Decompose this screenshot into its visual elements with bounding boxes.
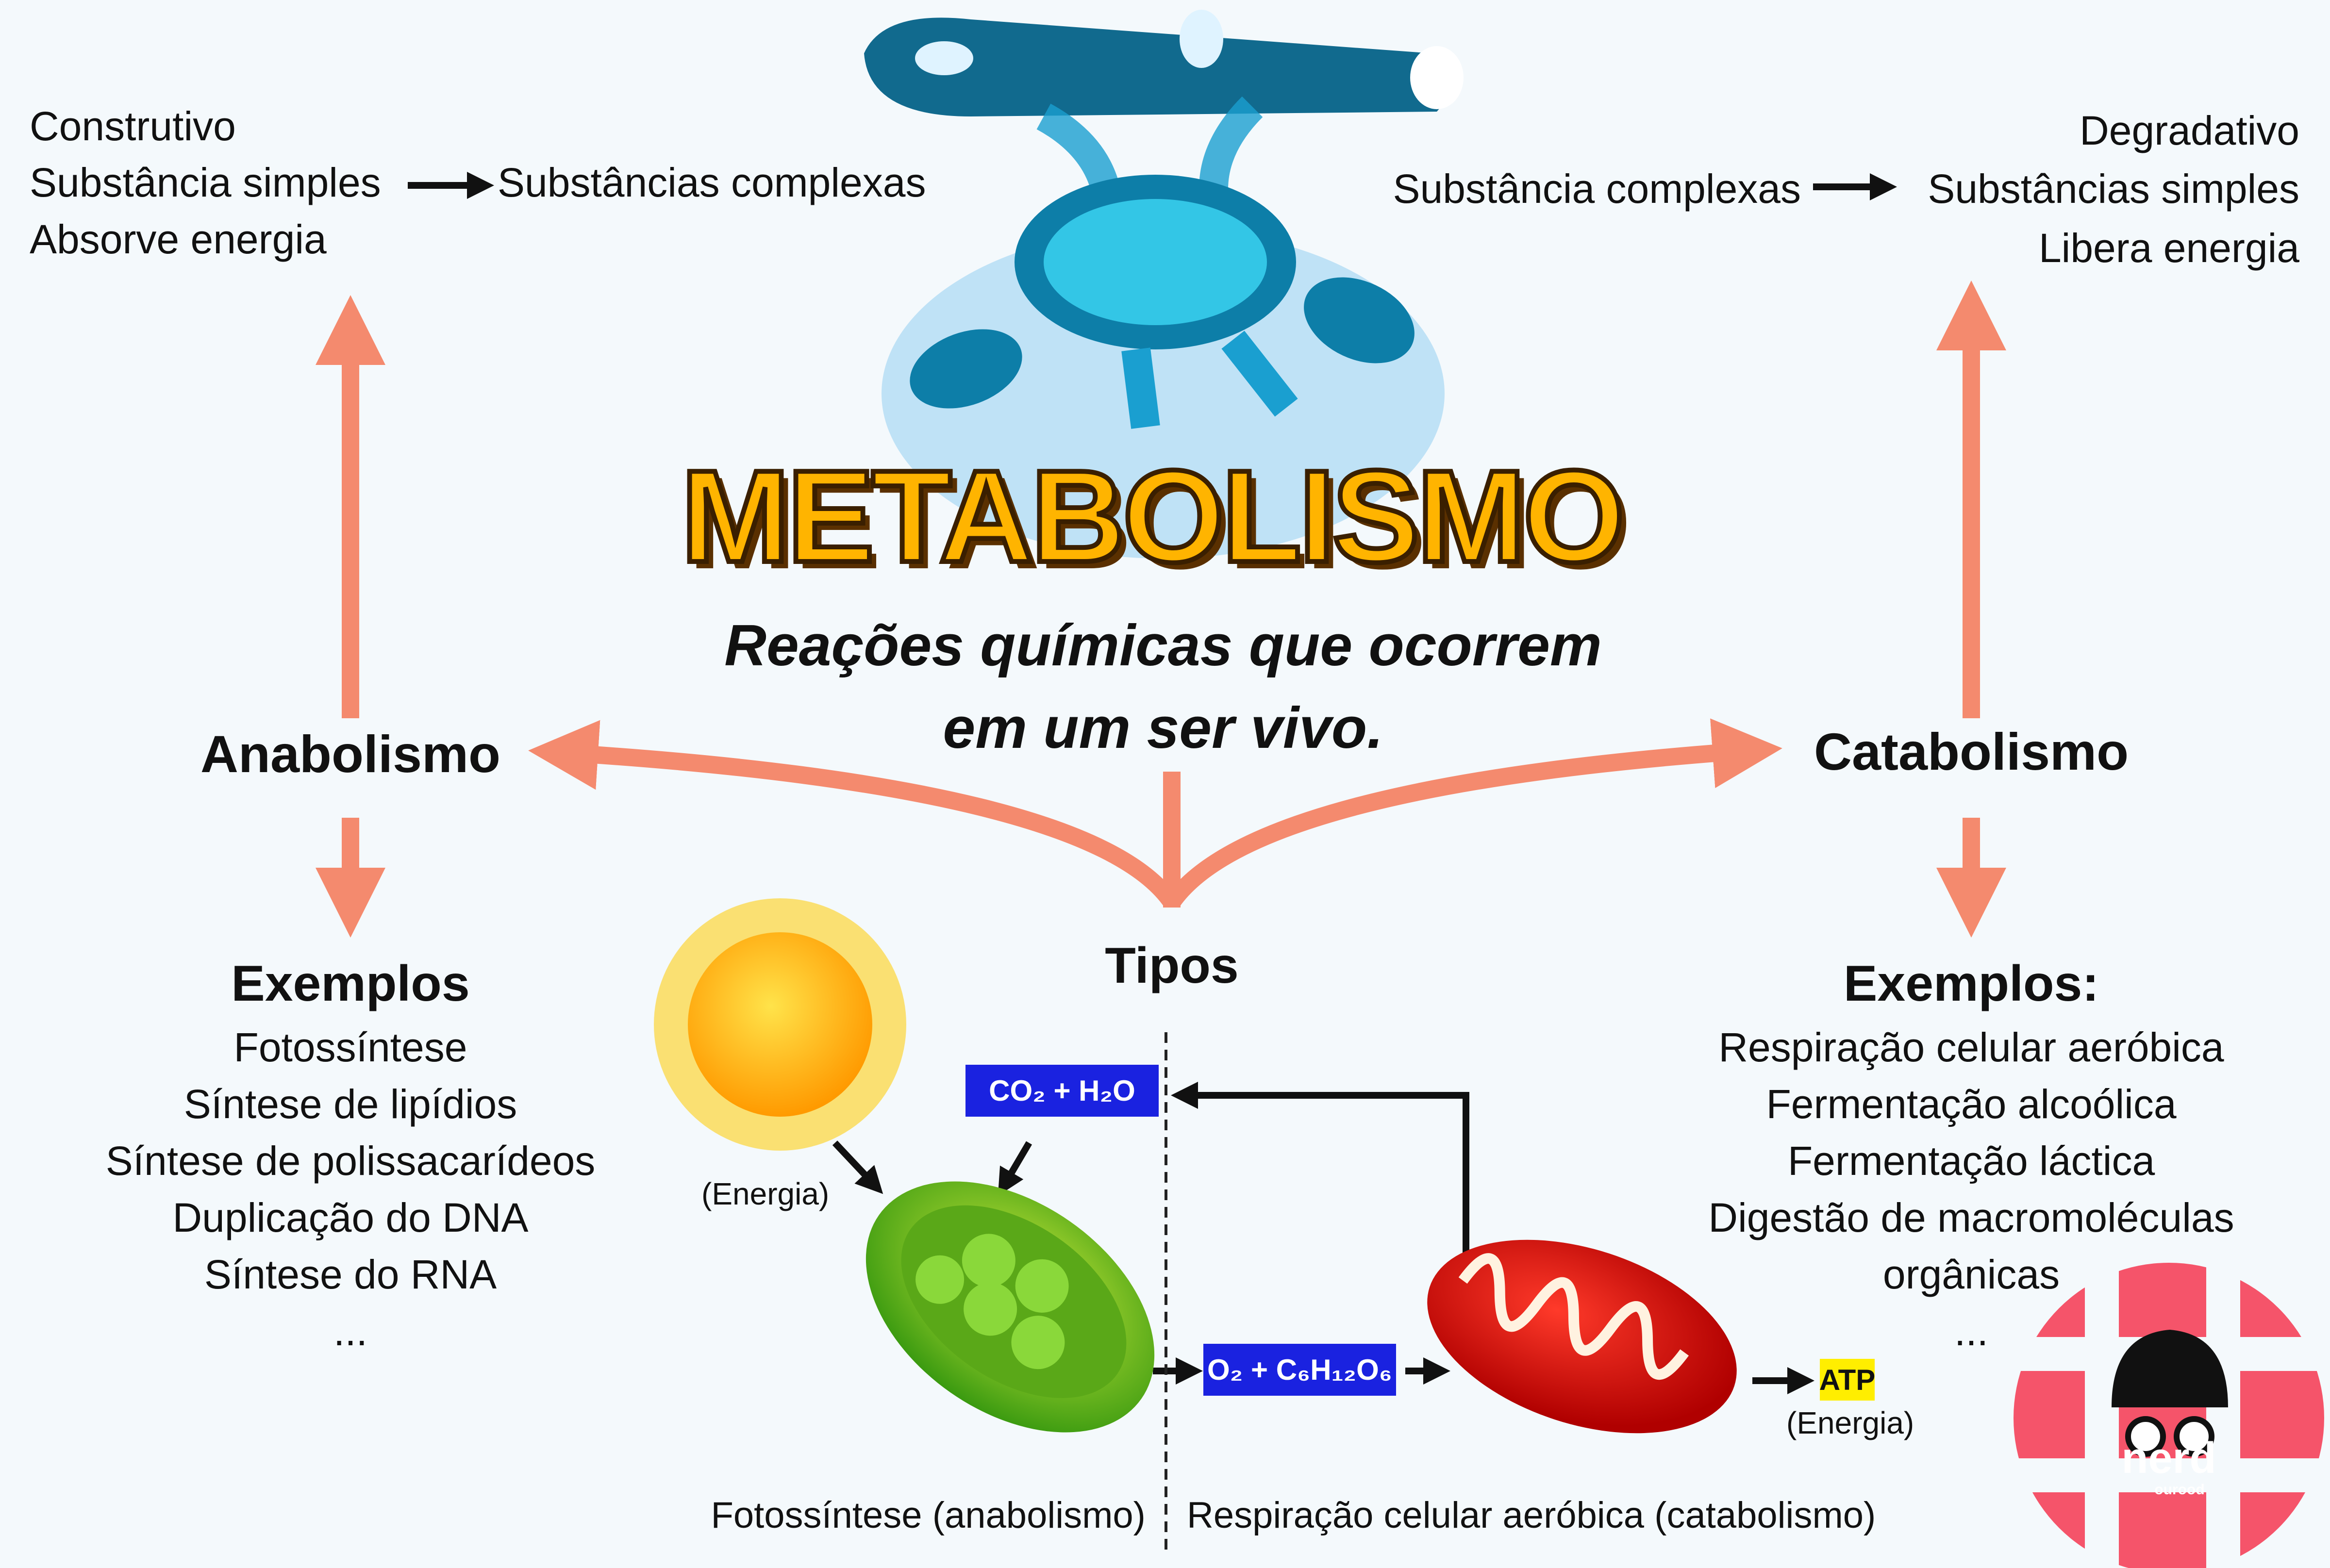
photosynthesis-caption: Fotossíntese (anabolismo) [711, 1495, 1146, 1536]
list-item: orgânicas [1882, 1252, 2060, 1297]
chloroplast-icon [865, 1181, 1155, 1433]
list-item: Duplicação do DNA [172, 1195, 529, 1240]
mitochondria-illustration [864, 10, 1464, 559]
catabolism-property: Degradativo [2080, 108, 2299, 153]
catabolism-examples-title: Exemplos: [1844, 956, 2099, 1012]
black-arrows [408, 172, 1897, 1394]
catabolism-examples-list: Respiração celular aeróbica Fermentação … [1708, 1019, 2234, 1360]
orange-arrows [316, 281, 2006, 938]
anabolism-label: Anabolismo [200, 725, 501, 783]
list-item: Respiração celular aeróbica [1718, 1024, 2224, 1070]
list-item: Digestão de macromoléculas [1708, 1195, 2234, 1240]
anabolism-examples-title: Exemplos [231, 956, 470, 1012]
list-item: Fotossíntese [233, 1024, 467, 1070]
list-item: Síntese de lipídios [183, 1081, 517, 1127]
co2-h2o-box: CO₂ + H₂O [965, 1065, 1159, 1117]
list-item: Síntese do RNA [204, 1252, 497, 1297]
anabolism-property: Substâncias complexas [498, 160, 926, 205]
nerd-logo [2000, 1262, 2330, 1568]
subtitle-line: em um ser vivo. [943, 695, 1383, 760]
sun-energy-label: (Energia) [701, 1176, 830, 1211]
catabolism-label: Catabolismo [1814, 722, 2129, 781]
atp-energy-label: (Energia) [1786, 1405, 1914, 1440]
catabolism-property: Substância complexas [1393, 166, 1801, 212]
catabolism-property: Libera energia [2038, 225, 2299, 271]
sun-icon [654, 898, 906, 1151]
mitochondrion-icon [1427, 1239, 1737, 1434]
page-title: METABOLISMO [679, 444, 1628, 590]
anabolism-property: Absorve energia [30, 216, 327, 262]
list-item: Fermentação láctica [1787, 1138, 2155, 1184]
list-item: Fermentação alcoólica [1766, 1081, 2177, 1127]
types-label: Tipos [1105, 938, 1239, 994]
respiration-caption: Respiração celular aeróbica (catabolismo… [1187, 1495, 1876, 1536]
catabolism-property: Substâncias simples [1928, 166, 2299, 212]
anabolism-property: Construtivo [30, 103, 236, 149]
anabolism-examples-list: Fotossíntese Síntese de lipídios Síntese… [106, 1019, 596, 1360]
list-item: ... [1954, 1308, 1988, 1354]
subtitle-line: Reações químicas que ocorrem [724, 613, 1602, 678]
atp-box: ATP [1819, 1359, 1875, 1401]
logo-subtext: ourood [2154, 1482, 2205, 1498]
anabolism-property: Substância simples [30, 160, 381, 205]
logo-text: nerd [2121, 1434, 2216, 1483]
list-item: ... [333, 1308, 367, 1354]
o2-glucose-box: O₂ + C₆H₁₂O₆ [1203, 1344, 1396, 1396]
list-item: Síntese de polissacarídeos [105, 1138, 596, 1184]
